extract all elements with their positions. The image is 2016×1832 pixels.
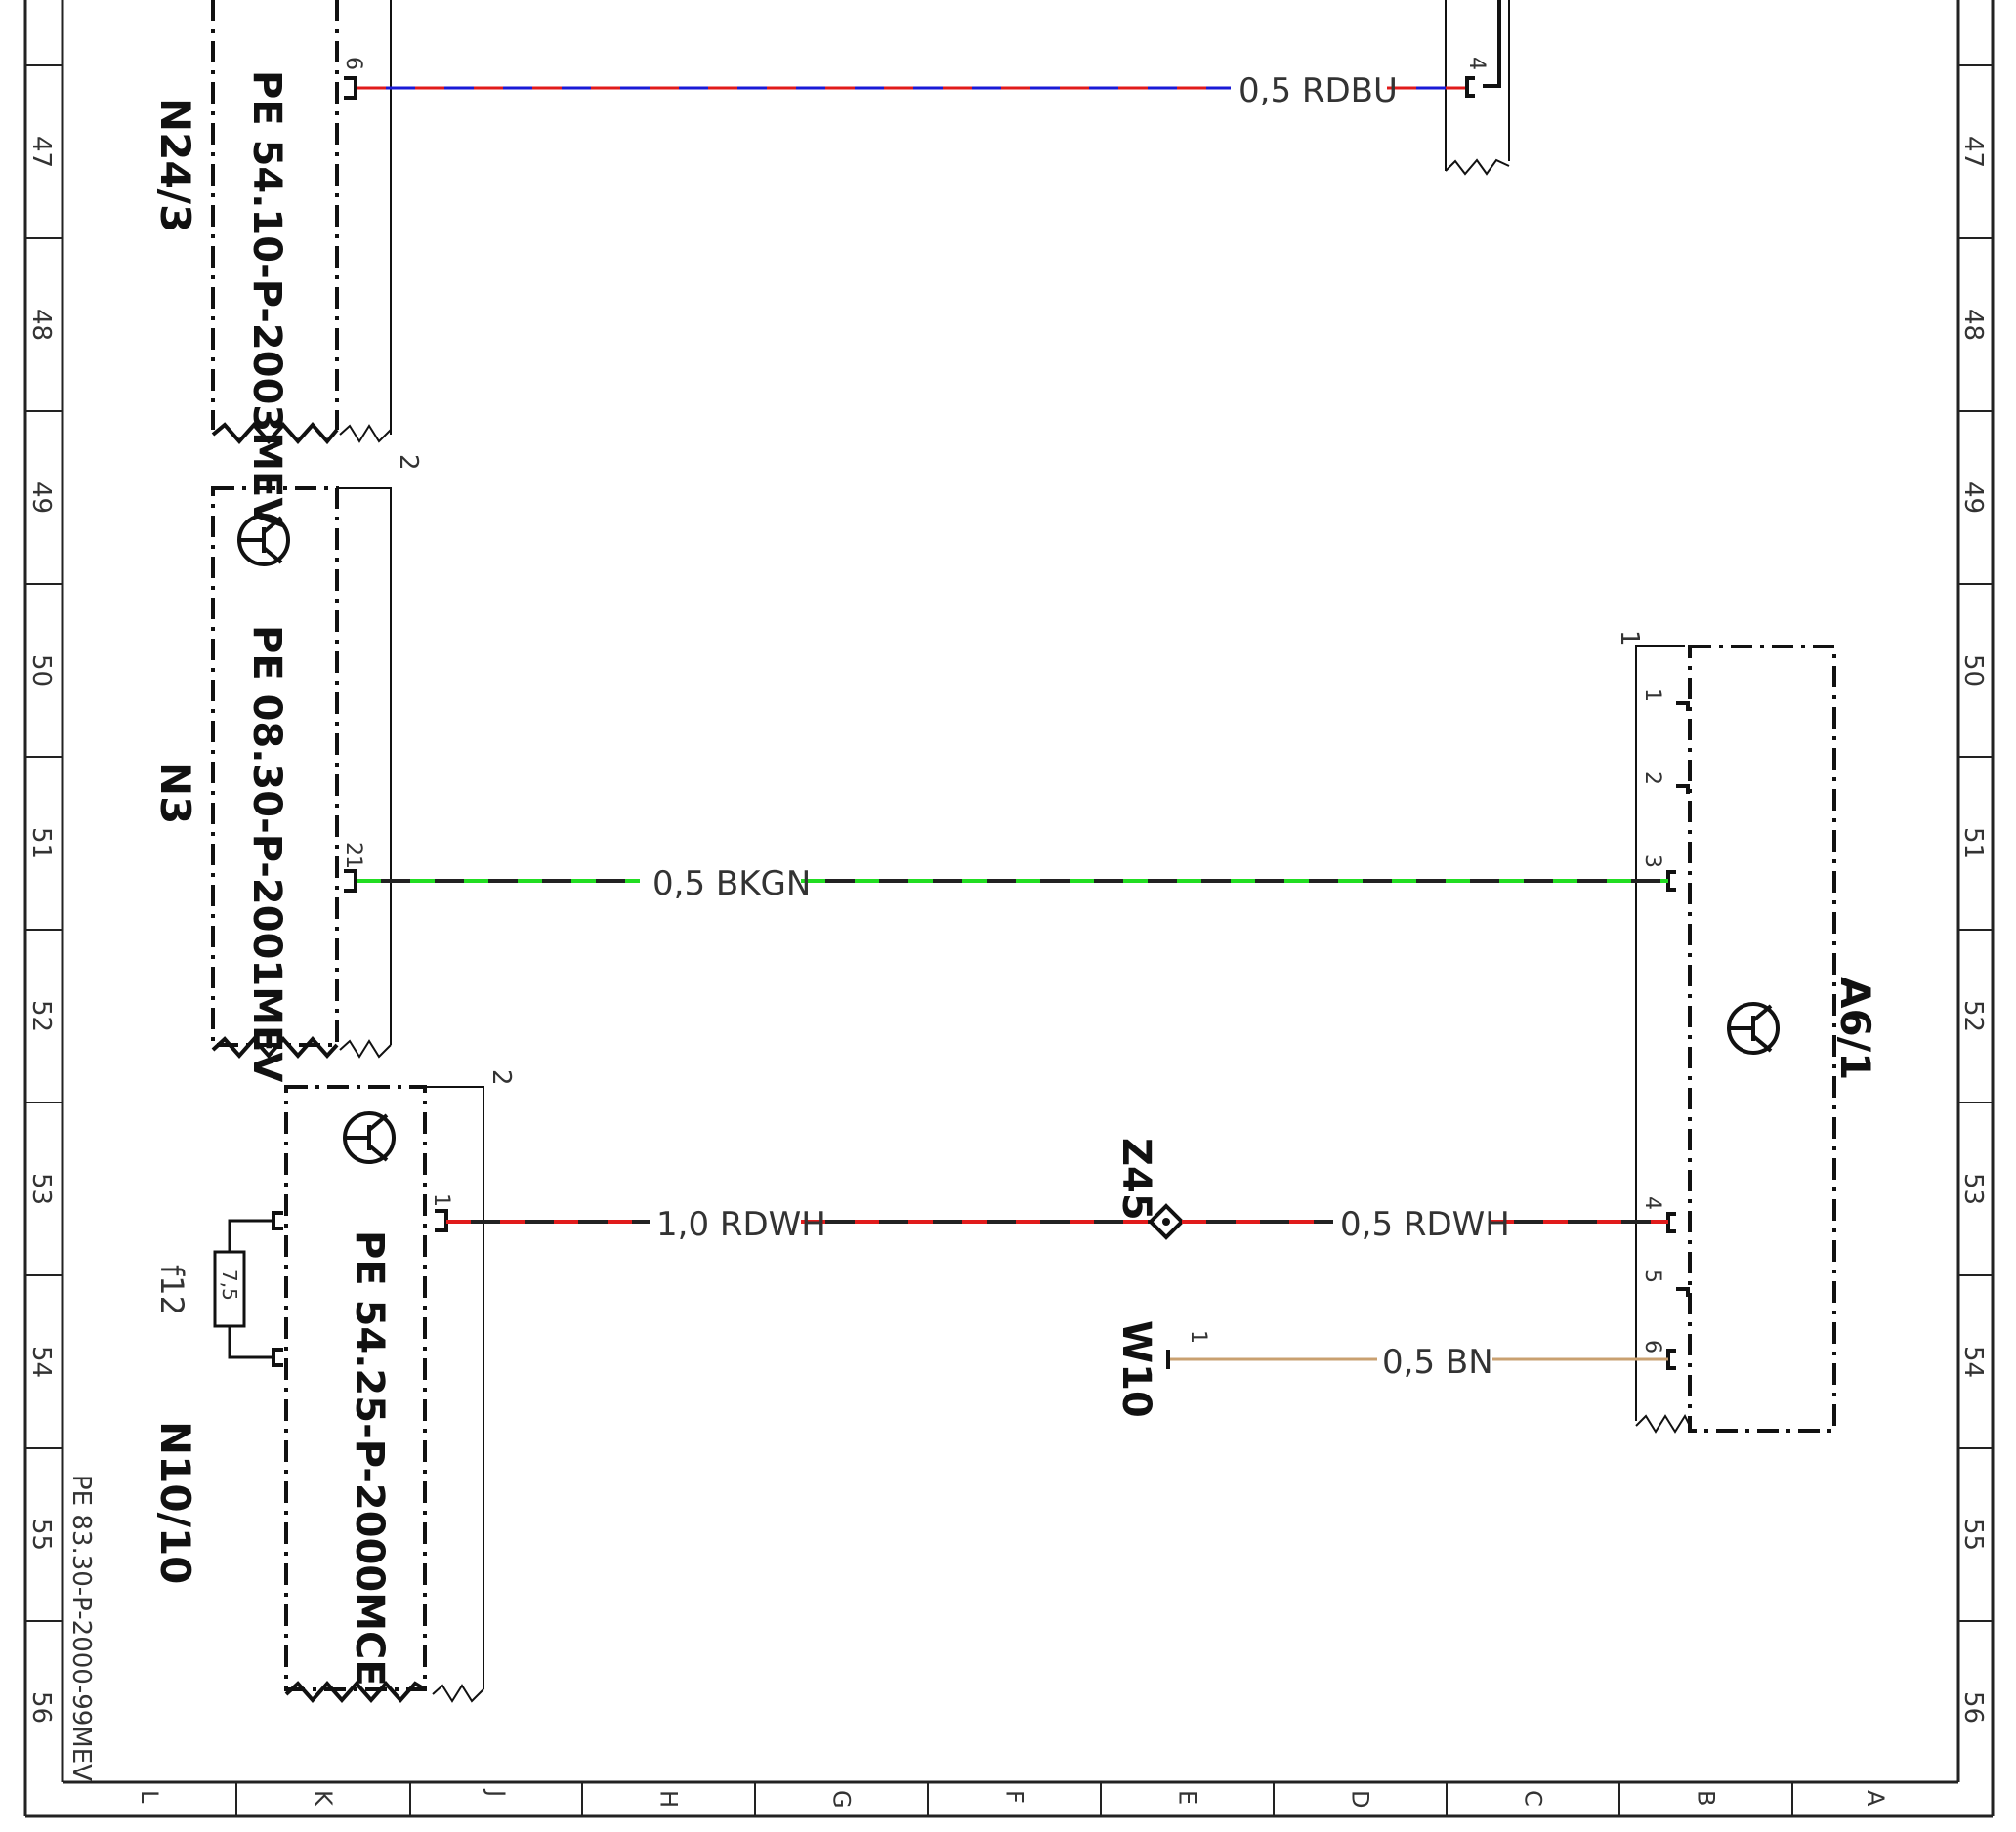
row-number: 51 [1958,827,1988,859]
column-letter: H [655,1790,683,1808]
row-labels-right: 47 48 49 50 51 52 53 54 55 56 [1958,136,1988,1724]
transistor-icon [237,514,290,566]
ground-pin-label: 1 [1186,1330,1210,1344]
a6-1-code: A6/1 [1831,977,1879,1080]
splice-code: Z45 [1113,1138,1158,1221]
wire-rdwh-branch: 0,5 RDWH [1182,1205,1668,1244]
n24-3-code: N24/3 [151,98,199,232]
wire-rdwh-main-label: 1,0 RDWH [656,1205,826,1244]
n10-10-pin-terminal [435,1209,448,1232]
component-a6-1: A6/1 1 1 2 3 4 5 6 [1615,630,1879,1434]
a6-1-pin-label: 4 [1640,1196,1664,1210]
drawing-frame [23,0,1995,1818]
wire-rdbu-label: 0,5 RDBU [1239,71,1398,110]
row-number: 52 [1958,1000,1988,1032]
column-letter: K [310,1790,337,1807]
column-letter: G [828,1790,856,1809]
row-number: 48 [26,309,56,341]
row-number: 56 [26,1691,56,1724]
row-number: 52 [26,1000,56,1032]
wire-bn-label: 0,5 BN [1382,1343,1493,1382]
fuse-f12: 7,5 f12 [153,1219,273,1359]
row-number: 49 [1958,481,1988,514]
column-letter: C [1520,1790,1547,1807]
row-number: 47 [26,136,56,168]
row-number: 50 [1958,654,1988,687]
n3-pin-terminal [344,869,357,893]
row-number: 56 [1958,1691,1988,1724]
document-reference: PE 83.30-P-2000-99MEV [66,1475,96,1781]
a6-1-pin-label: 3 [1640,854,1664,868]
ground-w10: W10 1 [1113,1320,1210,1418]
row-number: 48 [1958,309,1988,341]
row-number: 47 [1958,136,1988,168]
column-dividers [235,1782,1793,1816]
n10-10-pin-label: 1 [429,1193,453,1207]
n10-10-reference: PE 54.25-P-2000MCE [347,1230,392,1686]
a6-1-pin-label: 6 [1640,1340,1664,1353]
ground-code: W10 [1113,1320,1158,1418]
n10-10-code: N10/10 [151,1421,199,1584]
row-number: 54 [26,1346,56,1378]
a6-1-pin-terminals [1666,701,1690,1370]
wire-rdwh-branch-label: 0,5 RDWH [1340,1205,1510,1244]
n24-3-pin-terminal [344,76,357,100]
top-right-connector-pin: 4 [1464,57,1489,70]
row-dividers [25,64,1993,1622]
row-number: 50 [26,654,56,687]
top-right-connector: 4 [1445,0,1510,176]
component-n10-10: PE 54.25-P-2000MCE N10/10 2 1 [151,1069,516,1704]
a6-1-pin-label: 2 [1640,771,1664,785]
fuse-code: f12 [153,1265,190,1315]
wire-bn: 0,5 BN [1170,1343,1668,1382]
column-letter: E [1174,1790,1201,1805]
column-letter: A [1862,1790,1889,1807]
component-n24-3: PE 54.10-P-2003MEV N24/3 6 [151,0,392,527]
row-number: 49 [26,481,56,514]
column-letter: F [1001,1790,1029,1804]
splice-z45: Z45 [1113,1138,1185,1240]
row-labels-left: 47 48 49 50 51 52 53 54 55 56 [26,136,56,1724]
a6-1-pin-labels: 1 2 3 4 5 6 [1640,688,1664,1353]
transistor-icon [343,1111,396,1164]
wire-bkgn-label: 0,5 BKGN [652,864,811,903]
transistor-icon [1727,1002,1780,1055]
row-number: 53 [1958,1173,1988,1205]
wire-rdbu: 0,5 RDBU [357,71,1465,110]
n3-pin-label: 21 [341,842,365,869]
n3-code: N3 [151,762,199,824]
a6-1-pin-label: 1 [1640,688,1664,702]
n3-reference: PE 08.30-P-2001MEV [244,625,289,1082]
a6-1-pin-label: 5 [1640,1270,1664,1283]
row-number: 51 [26,827,56,859]
column-letter: D [1347,1790,1374,1808]
wire-rdwh-main: 1,0 RDWH [446,1205,1153,1244]
column-letter: J [483,1788,510,1797]
component-n3: PE 08.30-P-2001MEV N3 2 21 [151,454,423,1082]
row-number: 55 [1958,1519,1988,1551]
column-letter: B [1693,1790,1720,1806]
n3-connector-number: 2 [394,454,423,471]
fuse-rating: 7,5 [218,1270,241,1301]
n24-3-pin-label: 6 [341,57,365,70]
row-number: 54 [1958,1346,1988,1378]
row-number: 53 [26,1173,56,1205]
n24-3-reference: PE 54.10-P-2003MEV [244,70,289,527]
a6-1-connector-number: 1 [1615,630,1644,646]
n10-10-connector-number: 2 [486,1069,516,1086]
row-number: 55 [26,1519,56,1551]
wire-bkgn: 0,5 BKGN [357,864,1668,903]
column-letter: L [136,1790,163,1804]
